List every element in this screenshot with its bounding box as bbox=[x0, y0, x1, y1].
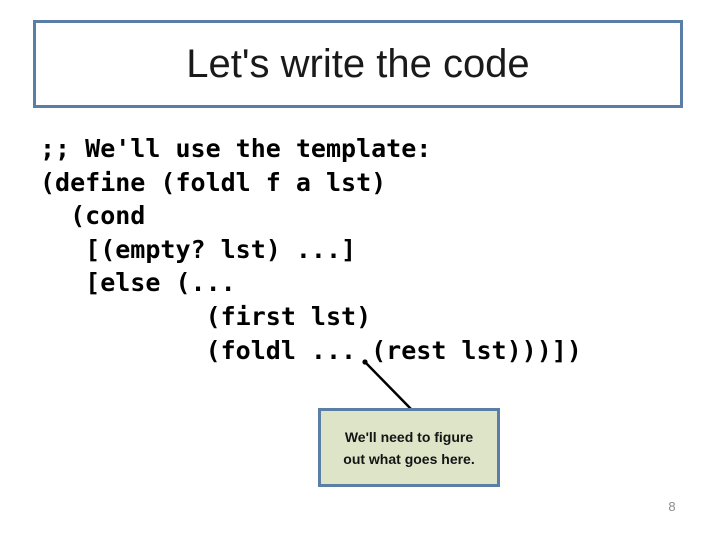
code-line: (cond bbox=[40, 201, 146, 231]
callout-text-line1: We'll need to figure bbox=[344, 428, 474, 445]
code-line: [else (... bbox=[40, 268, 236, 298]
page-number: 8 bbox=[668, 499, 676, 514]
code-line: ;; We'll use the template: bbox=[40, 134, 432, 163]
page-title: Let's write the code bbox=[186, 41, 530, 86]
callout-box: We'll need to figure out what goes here. bbox=[318, 408, 500, 487]
code-line: [(empty? lst) ...] bbox=[40, 234, 357, 264]
code-block: ;; We'll use the template: (define (fold… bbox=[40, 132, 582, 367]
title-box: Let's write the code bbox=[33, 20, 683, 108]
callout-text-line2: out what goes here. bbox=[343, 450, 475, 467]
code-line: (first lst) bbox=[40, 301, 372, 331]
code-line: (foldl ... (rest lst)))]) bbox=[40, 335, 582, 365]
code-line: (define (foldl f a lst) bbox=[40, 167, 387, 197]
